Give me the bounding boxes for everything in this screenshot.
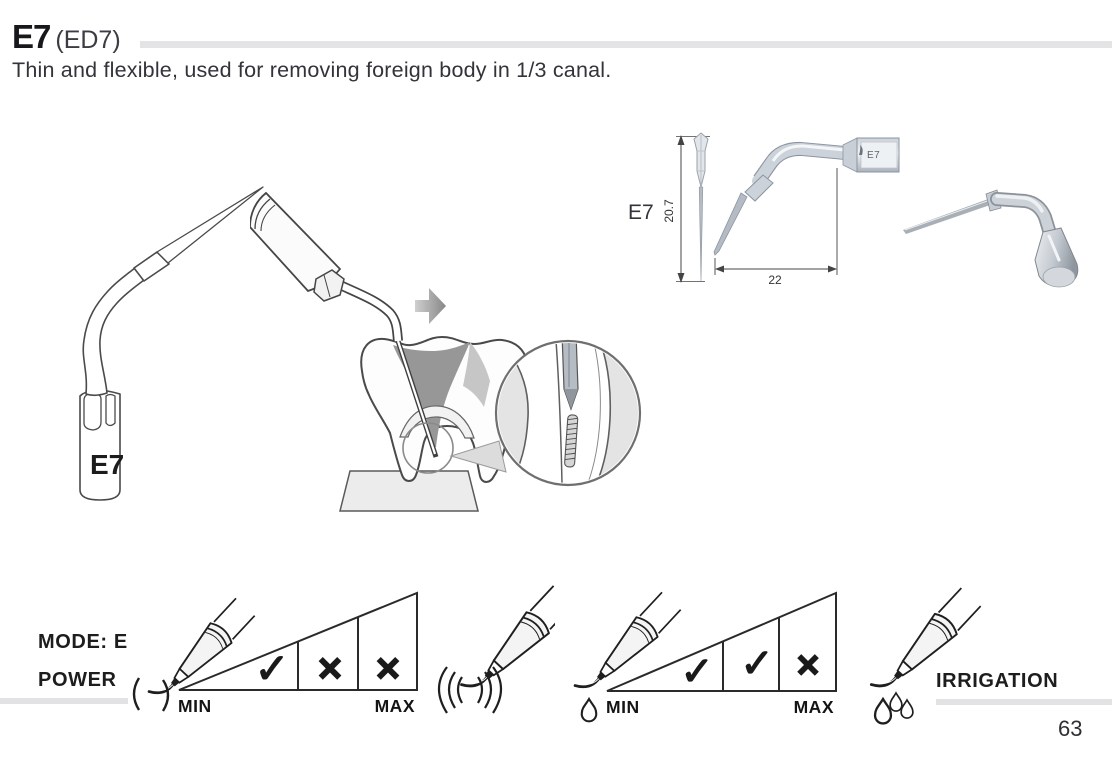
vibration-arcs-max-icon (437, 666, 503, 714)
handpiece-max-icon (458, 583, 555, 706)
length-dimension-value: 20.7 (662, 199, 676, 223)
tip-in-canal (395, 340, 439, 458)
tip-front-view (693, 132, 709, 282)
tip-body-marking: E7 (90, 449, 124, 480)
width-dimension-value: 22 (768, 273, 782, 287)
water-drops-max-icon (873, 692, 914, 725)
model-name: E7 (12, 18, 51, 55)
mode-label: MODE: E (38, 631, 128, 653)
power-max-label: MAX (375, 696, 415, 716)
model-variant: (ED7) (55, 26, 121, 54)
power-mark-3: × (374, 648, 403, 688)
power-gauge: ✓ × × MIN MAX (132, 583, 555, 716)
gum-base (339, 470, 479, 512)
dimension-drawing: E7 20.7 E7 (628, 132, 900, 287)
power-min-label: MIN (178, 696, 212, 716)
zoom-beam (449, 440, 507, 473)
handpiece-min-icon (146, 595, 258, 712)
horizontal-dimension (714, 168, 838, 275)
irrigation-label: IRRIGATION (936, 670, 1059, 692)
water-drop-min-icon (580, 697, 598, 723)
irrigation-mark-3: × (795, 645, 822, 683)
power-mark-1: ✓ (254, 644, 289, 693)
usage-illustration (250, 191, 642, 512)
product-description: Thin and flexible, used for removing for… (12, 58, 612, 82)
diagram-label: E7 (628, 201, 654, 224)
page-number: 63 (1058, 716, 1083, 741)
irrigation-gauge: ✓ ✓ × MIN MAX (572, 585, 984, 725)
arrow-right-icon (415, 288, 446, 324)
power-label: POWER (38, 669, 117, 691)
handpiece-tip (337, 280, 403, 342)
irrigation-triangle (606, 591, 837, 692)
vibration-arcs-min-icon (132, 677, 170, 712)
irrigation-mark-1: ✓ (680, 649, 714, 695)
handpiece-body (250, 191, 345, 302)
tip-line-drawing: E7 (79, 186, 264, 501)
power-mark-2: × (316, 648, 345, 688)
power-underline (0, 698, 128, 704)
handpiece-irrigation-min-icon (572, 589, 684, 706)
shank-marking: E7 (867, 150, 880, 161)
irrigation-underline (936, 699, 1112, 705)
header-rule (140, 41, 1112, 48)
irrigation-min-label: MIN (606, 697, 640, 717)
irrigation-mark-2: ✓ (740, 641, 774, 687)
tip-side-view: E7 (713, 137, 900, 256)
power-triangle (178, 591, 418, 691)
zoom-source-circle (402, 422, 454, 474)
tip-photo (903, 189, 1079, 288)
page-title: E7 (ED7) (12, 18, 121, 56)
irrigation-max-label: MAX (794, 697, 834, 717)
brand-glyph (859, 145, 863, 155)
